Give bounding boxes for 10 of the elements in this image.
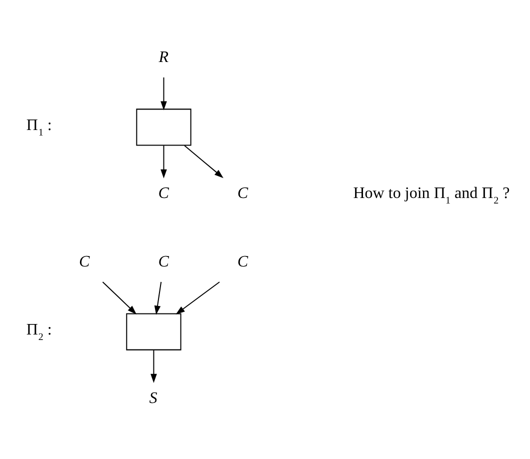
node-text: C bbox=[158, 253, 169, 270]
label: Π$_{1}$ : bbox=[26, 117, 52, 139]
node-text: C bbox=[158, 185, 169, 202]
node-text: S bbox=[149, 390, 158, 407]
label: How to join Π$_{1}$ and Π$_{2}$ ? bbox=[353, 185, 510, 207]
node-text: C bbox=[237, 253, 248, 270]
node-text: R bbox=[158, 48, 169, 66]
node-text: C bbox=[79, 253, 90, 270]
node-text: C bbox=[237, 185, 248, 202]
label: Π$_{2}$ : bbox=[26, 322, 52, 344]
